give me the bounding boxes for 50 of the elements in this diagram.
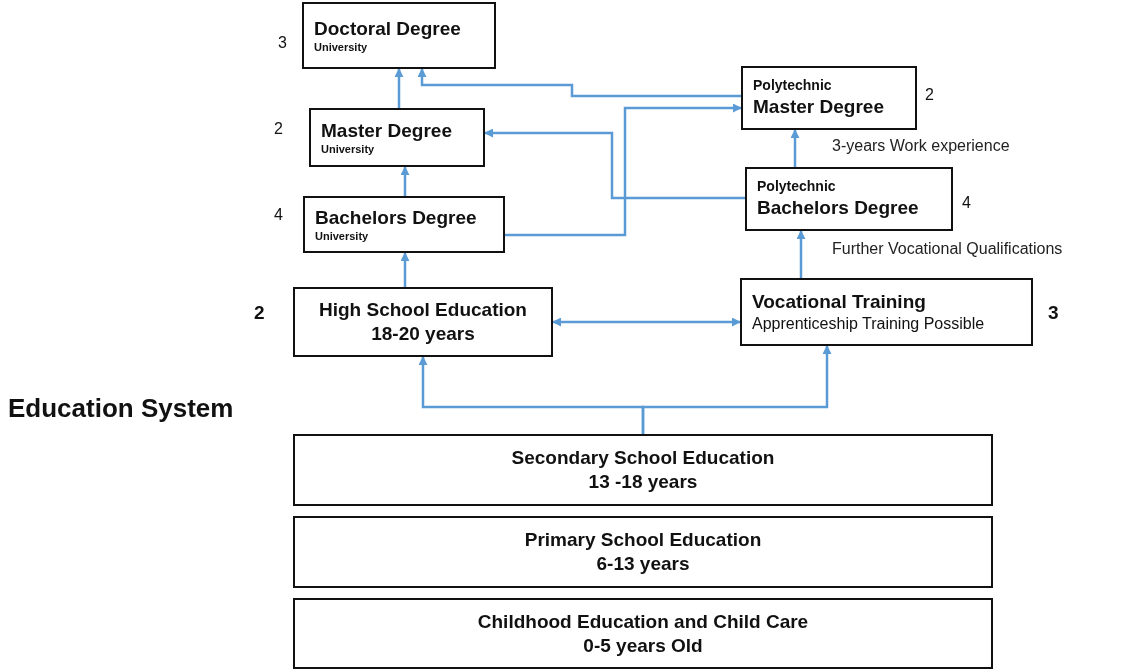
arrow: [552, 317, 741, 327]
box-title: Polytechnic: [757, 178, 836, 196]
education-box: [303, 196, 505, 253]
duration-number: 2: [254, 302, 265, 324]
arrow: [796, 230, 806, 278]
box-title: Polytechnic: [753, 77, 832, 95]
box-title: Bachelors Degree: [315, 205, 477, 230]
arrow: [394, 68, 404, 108]
box-subtitle: 18-20 years: [371, 322, 475, 346]
arrow: [417, 68, 741, 98]
duration-number: 4: [274, 206, 283, 224]
diagram-title: Education System: [8, 393, 234, 424]
box-title: Vocational Training: [752, 290, 926, 314]
education-box: [302, 2, 496, 69]
duration-number: 2: [274, 120, 283, 138]
box-subtitle: 13 -18 years: [588, 470, 698, 494]
box-subtitle: University: [315, 229, 369, 244]
duration-number: 3: [1048, 302, 1059, 324]
box-subtitle: Bachelors Degree: [757, 195, 919, 220]
education-box: [745, 167, 953, 231]
education-box: [293, 287, 553, 357]
box-title: Master Degree: [321, 118, 452, 143]
box-title: High School Education: [319, 298, 527, 322]
education-box: [309, 108, 485, 167]
duration-number: 4: [962, 194, 971, 212]
education-box: [293, 516, 993, 588]
box-title: Childhood Education and Child Care: [477, 609, 809, 634]
education-box: [293, 598, 993, 669]
arrow: [641, 345, 832, 434]
edge-label: Further Vocational Qualifications: [832, 240, 1063, 258]
box-subtitle: Master Degree: [753, 94, 884, 119]
box-subtitle: University: [321, 142, 375, 157]
box-title: Primary School Education: [524, 528, 762, 552]
box-title: Doctoral Degree: [314, 16, 461, 41]
arrow: [400, 252, 410, 287]
box-subtitle: Apprenticeship Training Possible: [752, 313, 985, 334]
education-box: [741, 66, 917, 130]
arrow: [505, 103, 742, 237]
box-subtitle: 0-5 years Old: [583, 633, 703, 658]
education-box: [293, 434, 993, 506]
arrow: [790, 129, 800, 167]
edge-label: 3-years Work experience: [832, 137, 1010, 155]
box-title: Secondary School Education: [511, 446, 775, 470]
duration-number: 3: [278, 34, 287, 52]
education-box: [740, 278, 1033, 346]
box-subtitle: 6-13 years: [596, 552, 690, 576]
arrow: [484, 128, 745, 200]
arrow: [400, 166, 410, 196]
duration-number: 2: [925, 86, 934, 104]
box-subtitle: University: [314, 40, 368, 55]
